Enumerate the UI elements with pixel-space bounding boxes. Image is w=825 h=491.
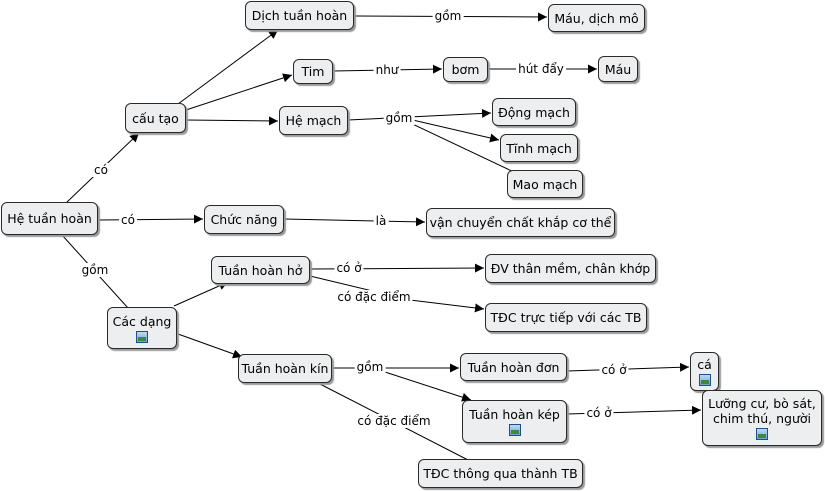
node-mau[interactable]: Máu [598,56,638,82]
node-chuc-nang[interactable]: Chức năng [204,205,284,234]
node-label: Máu [604,61,632,77]
node-he-mach[interactable]: Hệ mạch [279,106,348,135]
node-label: TĐC thông qua thành TB [423,466,578,481]
node-label: Tuần hoàn hở [218,262,303,278]
node-label: Tĩnh mạch [506,140,572,156]
link-cau-tao-tim [185,73,293,111]
link-cac-dang-tuan-hoan-ho [173,281,229,307]
label-gom: gồm [79,263,111,277]
node-label: cấu tạo [132,110,179,126]
image-icon[interactable] [136,330,148,343]
node-label: cá [697,357,712,372]
node-bom[interactable]: bơm [443,57,488,82]
link-cau-tao-dich-tuan-hoan [177,29,279,105]
label-co-dac-diem: có đặc điểm [355,414,433,428]
label-hut-day: hút đẩy [516,62,566,76]
label-co-o: có ở [334,261,364,275]
node-label: Tuần hoàn kép [469,407,560,422]
link-he-mach-dong-mach [347,108,492,121]
label-gom: gồm [354,360,386,374]
link-cau-tao-he-mach [185,116,279,126]
link-he-mach-tinh-mach [403,117,500,143]
link-he-tuan-hoan-chuc-nang [97,214,204,224]
node-label: Máu, dịch mô [554,10,639,26]
label-gom: gồm [432,9,464,23]
node-dich-tuan-hoan[interactable]: Dịch tuần hoàn [245,1,354,30]
node-label: Các dạng [112,313,172,329]
node-cau-tao[interactable]: cấu tạo [125,103,186,133]
node-label: Động mạch [498,104,570,120]
node-he-tuan-hoan[interactable]: Hệ tuần hoàn [1,202,98,235]
image-icon[interactable] [698,374,711,386]
node-tdc-thong-qua[interactable]: TĐC thông qua thành TB [418,459,583,488]
node-label: Tim [301,64,325,79]
node-label: Hệ tuần hoàn [7,211,92,226]
label-co-o: có ở [584,406,614,420]
label-nhu: như [373,63,401,77]
node-label: ĐV thân mềm, chân khớp [490,261,651,276]
node-ca[interactable]: cá [690,352,719,391]
node-label: Tuần hoàn kín [241,361,329,376]
node-luong-cu[interactable]: Lưỡng cư, bò sát, chim thú, người [702,390,822,446]
image-icon[interactable] [756,428,768,440]
node-label: Hệ mạch [285,113,342,128]
node-label: TĐC trực tiếp với các TB [490,310,642,325]
node-tuan-hoan-kin[interactable]: Tuần hoàn kín [238,354,332,383]
link-he-mach-mao-mach [403,119,519,175]
node-tuan-hoan-don[interactable]: Tuần hoàn đơn [460,353,567,381]
label-co: có [92,163,110,177]
label-co-o: có ở [599,363,629,377]
node-cac-dang[interactable]: Các dạng [107,307,177,349]
node-dong-mach[interactable]: Động mạch [492,98,576,126]
label-co: có [119,213,137,227]
node-label: Chức năng [210,212,278,227]
label-la: là [373,214,389,228]
link-chuc-nang-van-chuyen [283,217,426,227]
node-dv-than-mem[interactable]: ĐV thân mềm, chân khớp [485,254,656,283]
node-tinh-mach[interactable]: Tĩnh mạch [500,134,578,162]
node-mau-dich-mo[interactable]: Máu, dịch mô [548,4,645,32]
node-label: Tuần hoàn đơn [467,359,560,375]
node-mao-mach[interactable]: Mao mạch [507,170,583,198]
link-cac-dang-tuan-hoan-kin [177,333,243,359]
node-tdc-truc-tiep[interactable]: TĐC trực tiếp với các TB [485,303,647,332]
label-gom: gồm [383,111,415,125]
node-label: Dịch tuần hoàn [251,8,348,23]
node-label: Mao mạch [512,176,578,192]
label-co-dac-diem: có đặc điểm [335,290,413,304]
node-label: vận chuyển chất khắp cơ thể [429,215,612,230]
node-tuan-hoan-kep[interactable]: Tuần hoàn kép [462,400,567,443]
node-label: bơm [451,62,480,77]
node-label: Lưỡng cư, bò sát, chim thú, người [708,396,816,426]
node-tuan-hoan-ho[interactable]: Tuần hoàn hở [211,256,310,284]
node-van-chuyen[interactable]: vận chuyển chất khắp cơ thể [426,208,615,237]
link-kin-kep [384,371,472,402]
image-icon[interactable] [508,424,521,436]
node-tim[interactable]: Tim [293,59,333,84]
